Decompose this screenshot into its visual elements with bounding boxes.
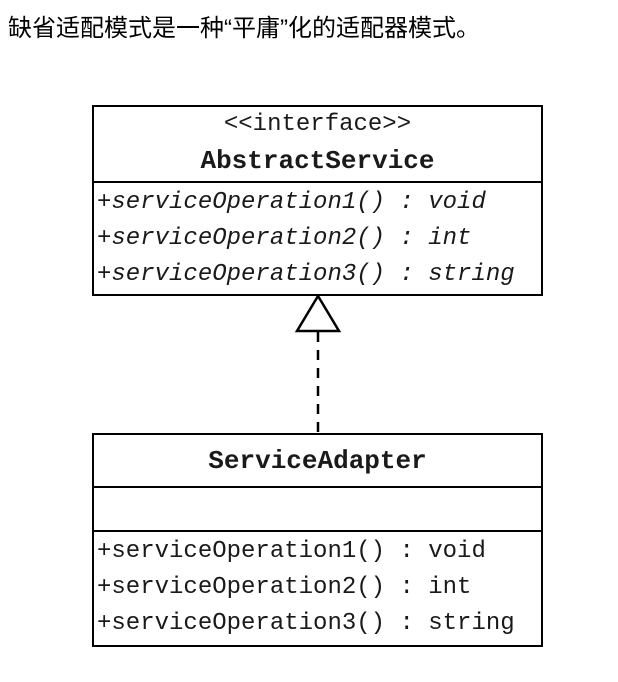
interface-method: +serviceOperation3() : string <box>97 261 515 288</box>
interface-stereotype: <<interface>> <box>223 111 412 138</box>
adapter-method: +serviceOperation3() : string <box>97 610 515 637</box>
interface-header: <<interface>> AbstractService <box>94 107 541 183</box>
interface-method: +serviceOperation1() : void <box>97 189 486 216</box>
interface-method: +serviceOperation2() : int <box>97 225 472 252</box>
adapter-header: ServiceAdapter <box>94 435 541 488</box>
adapter-method: +serviceOperation2() : int <box>97 574 472 601</box>
realization-arrow <box>294 295 342 433</box>
hollow-triangle-arrowhead <box>294 295 342 333</box>
adapter-methods-compartment: +serviceOperation1() : void +serviceOper… <box>94 532 541 642</box>
interface-methods-compartment: +serviceOperation1() : void +serviceOper… <box>94 183 541 293</box>
interface-class-name: AbstractService <box>200 146 435 176</box>
adapter-class-name: ServiceAdapter <box>208 445 427 476</box>
caption-text: 缺省适配模式是一种“平庸”化的适配器模式。 <box>8 15 480 42</box>
adapter-method: +serviceOperation1() : void <box>97 538 486 565</box>
interface-class-box: <<interface>> AbstractService +serviceOp… <box>92 105 543 296</box>
adapter-class-box: ServiceAdapter +serviceOperation1() : vo… <box>92 433 543 647</box>
adapter-attributes-compartment-empty <box>94 488 541 532</box>
